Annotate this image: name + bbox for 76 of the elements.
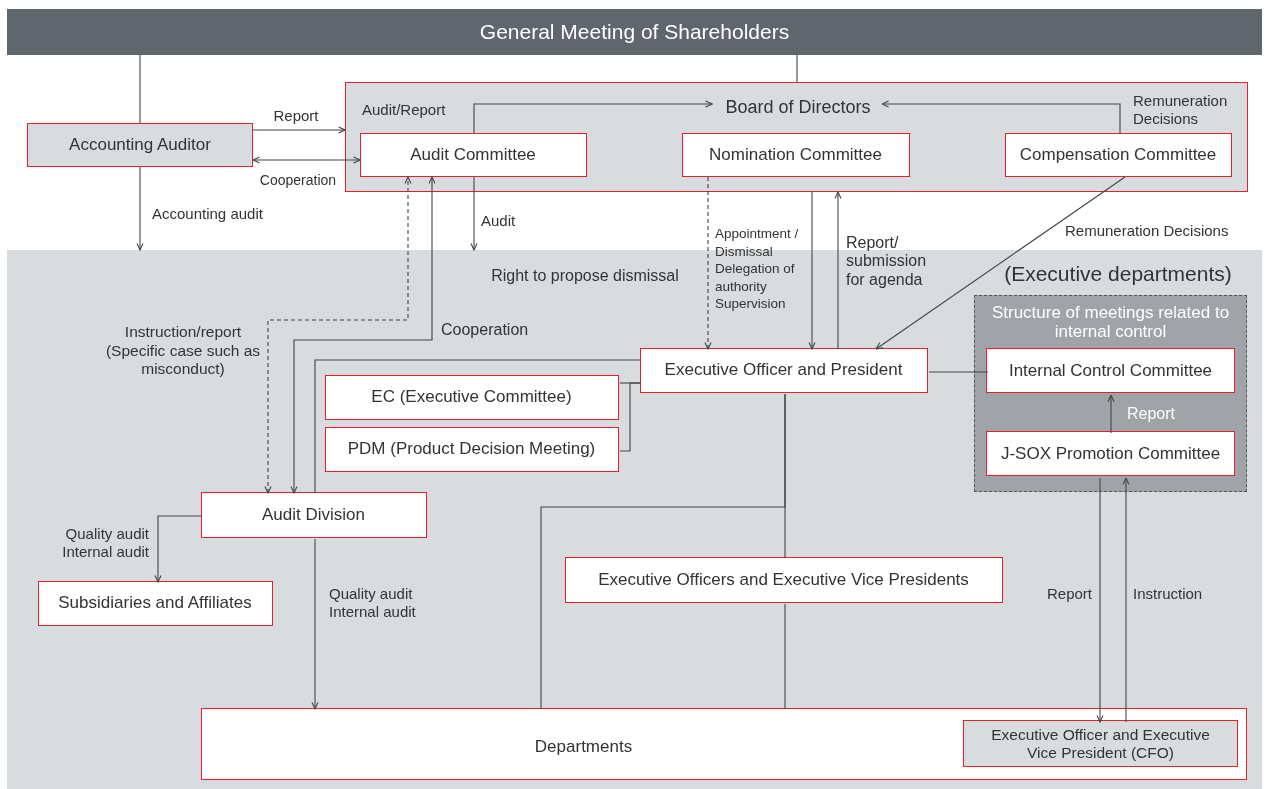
connector-line xyxy=(619,382,642,452)
arrow xyxy=(136,166,144,251)
edge-label: Audit/Report xyxy=(362,101,447,119)
box-label: Subsidiaries and Affiliates xyxy=(58,593,252,613)
box-label: Executive Officer and Executive Vice President (CFO) xyxy=(990,725,1211,762)
box-label: EC (Executive Committee) xyxy=(371,387,572,407)
connector-line xyxy=(540,393,786,710)
committee-box xyxy=(1004,132,1232,177)
arrow xyxy=(1096,477,1104,723)
edge-label: Instruction xyxy=(1133,585,1204,603)
arrow xyxy=(311,538,319,710)
edge-label: Remuneration Decisions xyxy=(1065,222,1230,240)
arrow xyxy=(252,126,346,134)
box-label: General Meeting of Shareholders xyxy=(479,19,790,45)
division-box xyxy=(200,491,427,538)
arrow xyxy=(704,176,712,350)
edge-label: Report xyxy=(272,107,320,125)
header-band xyxy=(7,9,1262,55)
arrow xyxy=(834,191,842,350)
meeting-structure-panel xyxy=(973,294,1247,492)
edge-label: Appointment / Dismissal Delegation of authority Supervision xyxy=(715,225,800,313)
box-label: Compensation Committee xyxy=(1019,144,1217,165)
committee-box xyxy=(681,132,910,177)
president-box xyxy=(639,347,928,393)
arrow xyxy=(808,191,816,350)
box-label: Internal Control Committee xyxy=(1008,360,1213,381)
note-text: Right to propose dismissal xyxy=(491,267,679,285)
meeting-box xyxy=(324,374,619,420)
committee-box xyxy=(986,431,1235,476)
arrow xyxy=(1122,477,1130,723)
board-panel xyxy=(345,82,1248,192)
arrow xyxy=(473,100,713,134)
connector-line xyxy=(928,371,989,373)
box-label: Departments xyxy=(534,736,633,757)
officers-box xyxy=(564,556,1003,603)
box-label: Executive Officers and Executive Vice Presidents xyxy=(598,569,969,590)
panel-heading: (Executive departments) xyxy=(1004,261,1232,287)
box-label: PDM (Product Decision Meeting) xyxy=(347,439,596,459)
panel-heading: Board of Directors xyxy=(725,96,871,118)
arrow xyxy=(264,176,412,494)
box-label: Accounting Auditor xyxy=(69,135,211,155)
connector-line xyxy=(784,603,786,710)
edge-label: Report/ submission for agenda xyxy=(846,234,928,290)
edge-label: Cooperation xyxy=(258,171,338,189)
arrow xyxy=(470,176,478,251)
box-label: J-SOX Promotion Committee xyxy=(1000,443,1221,464)
box-label: Executive Officer and President xyxy=(664,360,903,380)
edge-label: Quality audit Internal audit xyxy=(329,585,417,621)
edge-label: Report xyxy=(1127,404,1177,424)
edge-label: Audit xyxy=(481,212,517,230)
connector-line xyxy=(314,359,642,494)
edge-label: Cooperation xyxy=(441,320,530,340)
edge-label: Quality audit Internal audit xyxy=(61,525,149,561)
edge-label: Report xyxy=(1045,585,1092,603)
panel-heading: Structure of meetings related to internal control xyxy=(990,302,1231,343)
committee-box xyxy=(986,348,1235,393)
box-label: Audit Division xyxy=(262,504,365,525)
affiliates-box xyxy=(37,580,273,626)
arrow xyxy=(1107,394,1115,434)
connector-line xyxy=(139,54,141,124)
meeting-box xyxy=(324,426,619,472)
edge-label: Accounting audit xyxy=(152,205,264,223)
arrow xyxy=(252,156,361,164)
arrow xyxy=(881,100,1121,134)
cfo-box xyxy=(963,720,1238,767)
auditor-box xyxy=(27,123,253,167)
departments-box xyxy=(200,707,1247,780)
edge-label: Remuneration Decisions xyxy=(1133,92,1229,128)
connector-line xyxy=(796,54,798,83)
box-label: Audit Committee xyxy=(410,144,536,165)
committee-box xyxy=(359,132,587,177)
arrow xyxy=(875,176,1126,350)
arrow xyxy=(290,176,436,494)
edge-label: Instruction/report (Specific case such as misconduct) xyxy=(104,323,262,379)
arrow xyxy=(154,515,203,583)
box-label: Nomination Committee xyxy=(709,144,882,165)
